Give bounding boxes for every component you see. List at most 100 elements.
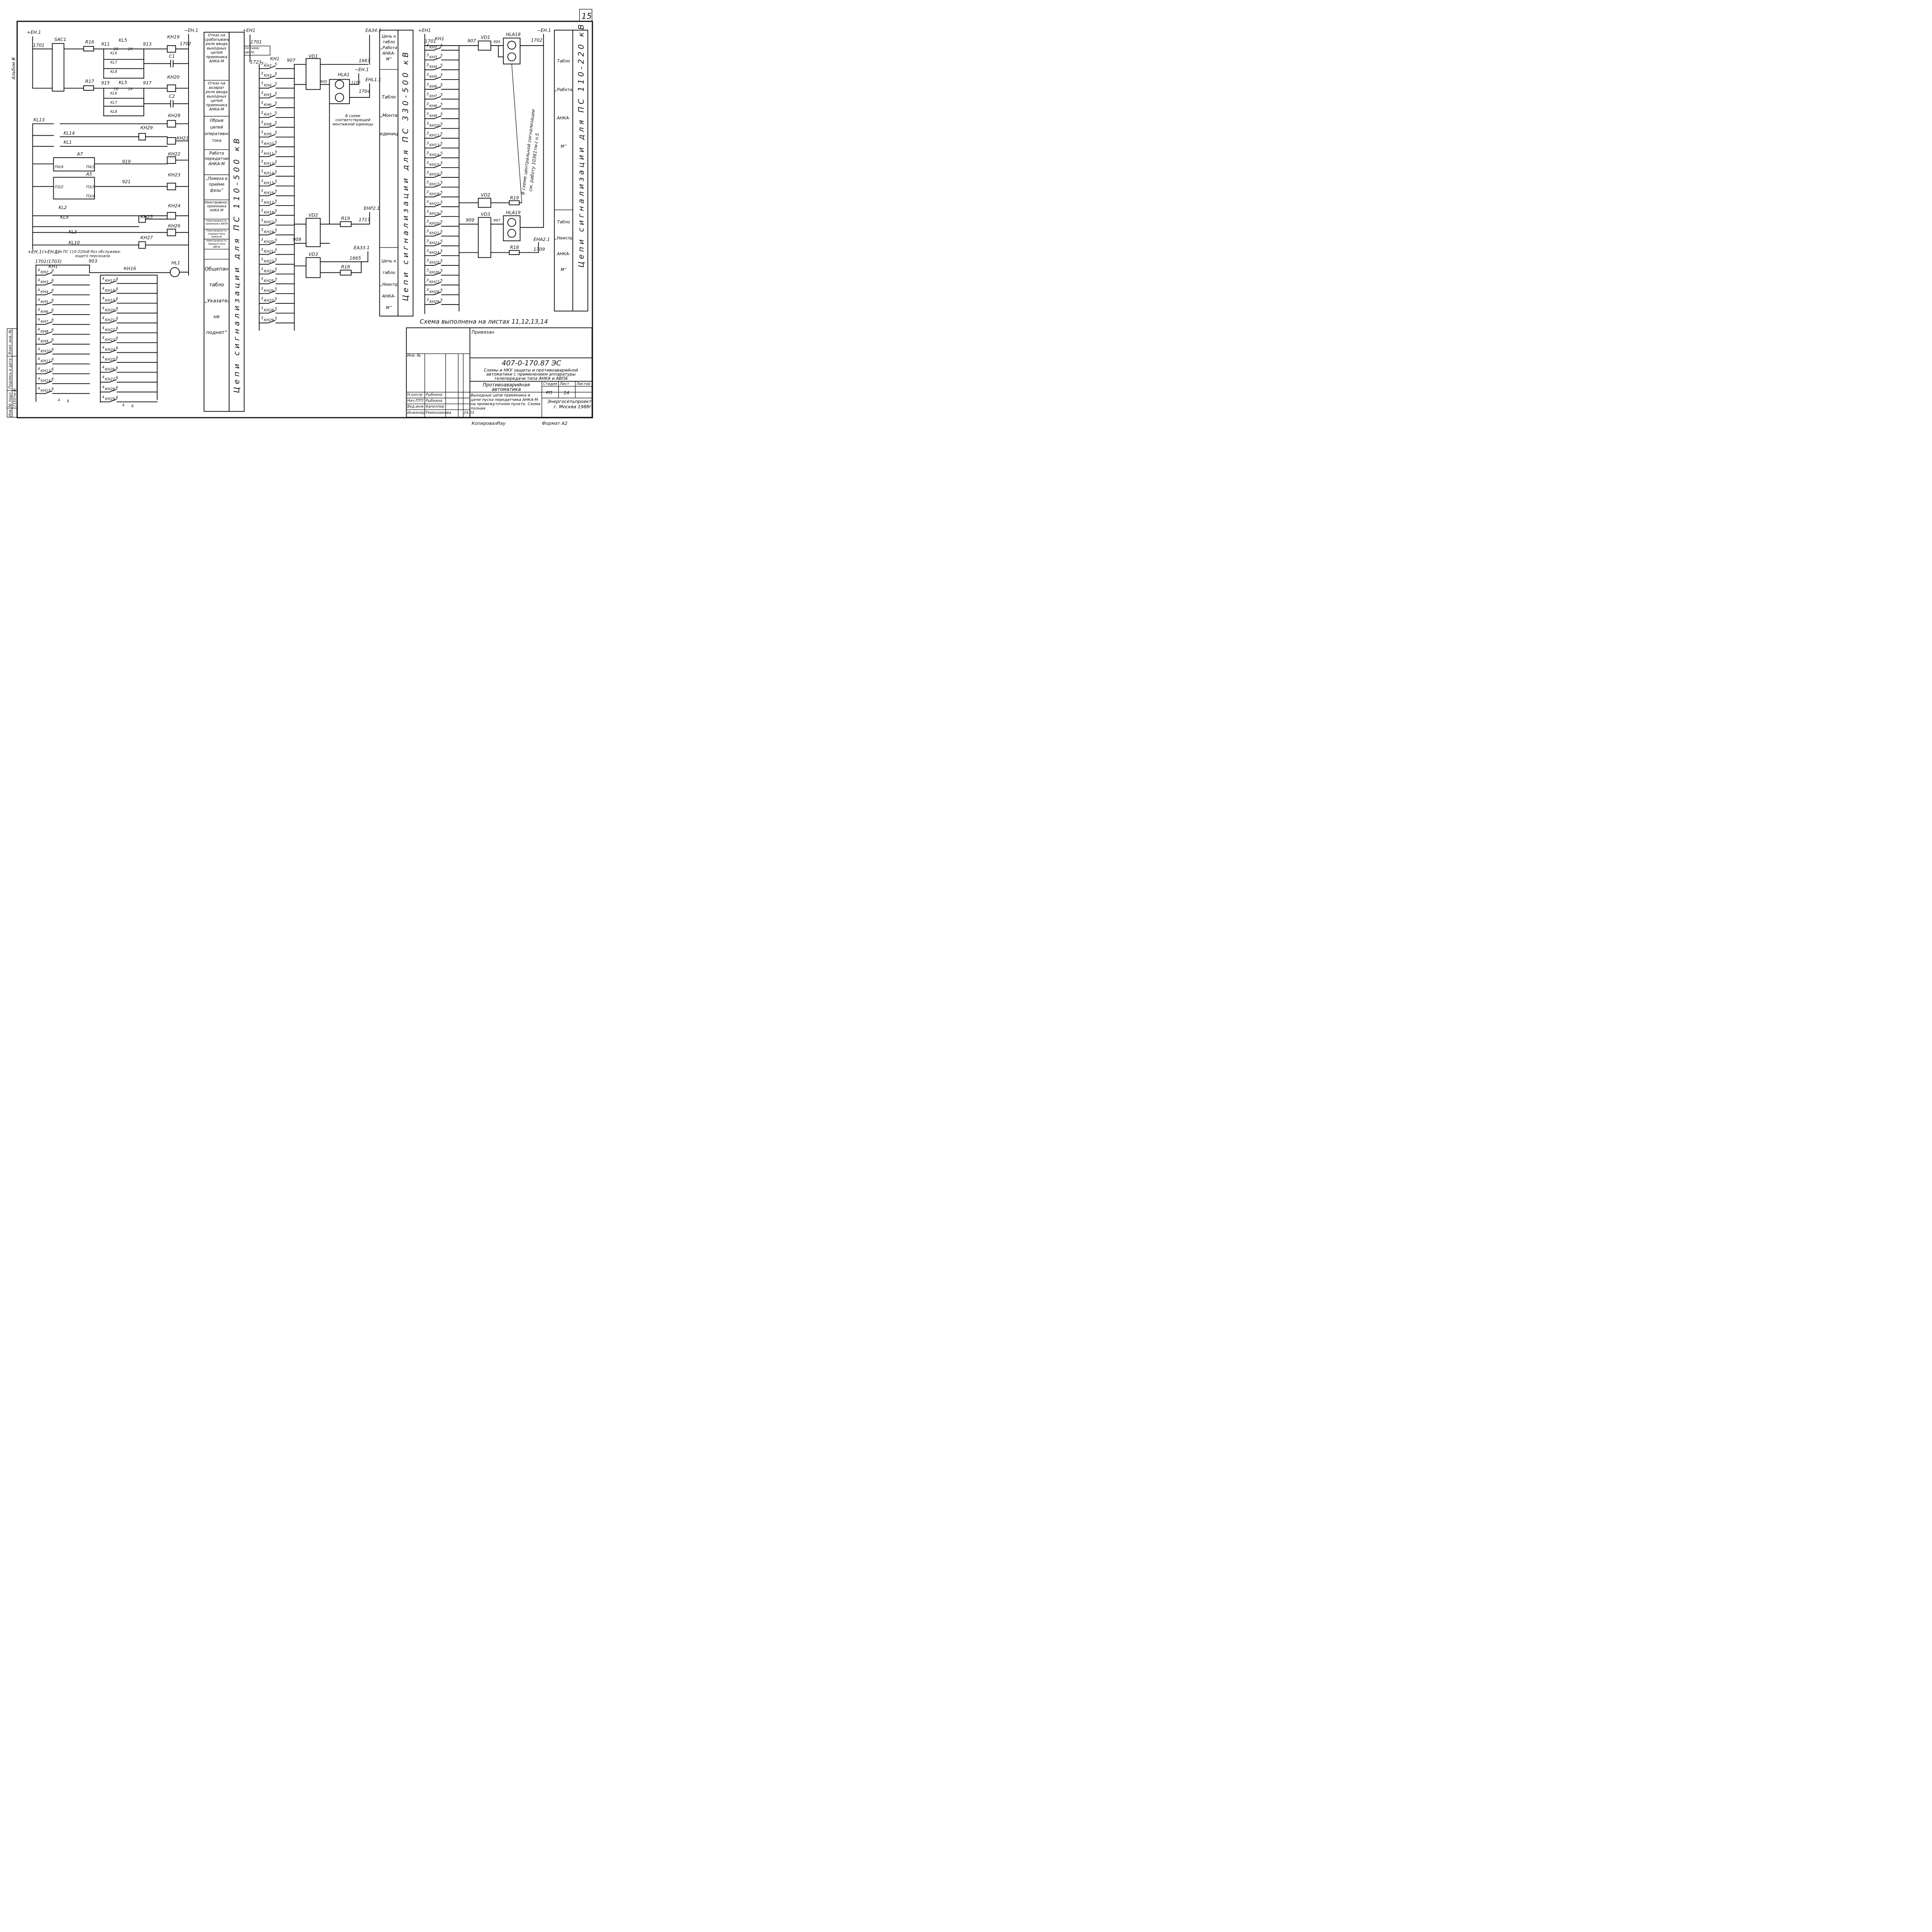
svg-text:КН26: КН26	[168, 223, 180, 229]
table2-cell-2: Цепь к табло „Неисправность АНКА-М”	[380, 258, 398, 310]
terminal-label: 3	[427, 219, 429, 224]
ladder-r-contact-label: КН2	[429, 46, 437, 50]
svg-text:КН21: КН21	[177, 135, 189, 141]
table1-row-0: Отказ на срабатывание реле ввода выходны…	[204, 33, 229, 64]
sheet-title: Выходные цепи приемника и цепи пуска пер…	[471, 393, 541, 411]
svg-text:Н.контр: Н.контр	[407, 393, 423, 397]
svg-text:911: 911	[101, 41, 110, 47]
terminal-label: 3	[427, 73, 429, 77]
svg-text:915: 915	[101, 80, 110, 86]
svg-text:ЕА33.1: ЕА33.1	[354, 245, 369, 250]
terminal-label: 4	[37, 318, 40, 322]
svg-text:913: 913	[143, 41, 151, 47]
terminal-label: 4	[37, 298, 40, 302]
table3-title: Цепи сигнализации для ПС 110-220 кВ	[577, 22, 585, 268]
terminal-label: 5	[275, 170, 277, 174]
svg-text:Формат А2: Формат А2	[542, 420, 567, 426]
ladder-r-contact-label: КН9	[429, 114, 437, 118]
svg-text:КН1: КН1	[270, 56, 280, 61]
svg-text:7350тм-III: 7350тм-III	[13, 388, 17, 407]
terminal-label: 6	[51, 269, 54, 273]
svg-text:4: 4	[122, 403, 124, 408]
svg-text:KL7: KL7	[111, 60, 117, 65]
svg-text:−ЕН.1: −ЕН.1	[355, 67, 369, 72]
ladder-b-contact-label: КН17	[105, 279, 115, 283]
svg-text:ЕНL1.1: ЕНL1.1	[366, 77, 381, 82]
svg-text:Копировал·: Копировал·	[471, 420, 498, 426]
svg-text:Инженер: Инженер	[407, 411, 425, 415]
svg-text:КН1: КН1	[435, 36, 444, 41]
terminal-label: 4	[37, 308, 40, 312]
terminal-label: 5	[275, 258, 277, 262]
svg-text:VD2: VD2	[481, 192, 490, 198]
ladder-b-contact-label: КН19	[105, 298, 115, 303]
ladder-r-contact-label: КН7	[429, 94, 437, 99]
ladder-m-contact-label: КН29	[264, 318, 274, 322]
terminal-label: 4	[102, 375, 104, 379]
svg-text:KL6: KL6	[111, 51, 117, 56]
ladder-r-contact-label: КН6	[429, 85, 437, 89]
terminal-label: 3	[427, 298, 429, 302]
svg-text:KL8: KL8	[111, 70, 117, 74]
svg-text:6: 6	[131, 404, 134, 408]
table2-title: Цепи сигнализации для ПС 330-500 кВ	[401, 49, 410, 301]
terminal-label: 6	[51, 298, 54, 303]
terminal-label: 5	[275, 238, 277, 243]
terminal-label: 5	[440, 200, 442, 204]
terminal-label: 3	[427, 43, 429, 48]
terminal-label: 3	[261, 287, 263, 291]
ladder-r-contact-label: КН3	[429, 55, 437, 60]
svg-text:П3/2: П3/2	[55, 185, 63, 189]
terminal-label: 4	[37, 357, 40, 361]
terminal-label: 3	[427, 131, 429, 136]
terminal-label: 5	[275, 248, 277, 252]
table1-row-7: Неисправность передатчика АНКА-М	[206, 229, 227, 238]
ladder-r-contact-label: КН26	[429, 270, 439, 275]
terminal-label: 6	[51, 357, 54, 362]
ladder-r-contact-label: КН28	[429, 290, 439, 294]
terminal-label: 5	[275, 82, 277, 86]
page-number: 15	[582, 12, 592, 21]
terminal-label: 6	[116, 386, 118, 390]
signal-table-3: Табло „Работа АНКА-М” Табло „Неисправнос…	[554, 22, 588, 312]
ladder-m-contact-label: КН23	[264, 260, 274, 264]
svg-text:Инв. №: Инв. №	[407, 354, 421, 358]
ladder-m-contact-label: КН18	[264, 211, 274, 215]
terminal-label: 5	[275, 219, 277, 223]
terminal-label: 3	[427, 180, 429, 185]
svg-text:VD3: VD3	[309, 252, 318, 257]
svg-text:KL7: KL7	[111, 100, 117, 105]
table1-row-2: Обрыв цепей оперативного тока	[204, 118, 229, 143]
terminal-label: 3	[427, 161, 429, 165]
terminal-label: 6	[116, 336, 118, 340]
terminal-label: 5	[275, 180, 277, 184]
svg-text:VD1: VD1	[309, 53, 318, 59]
ladder-r-contact-label: КН11	[429, 133, 439, 138]
terminal-label: 5	[440, 54, 442, 58]
svg-text:1723-...: 1723-...	[250, 59, 267, 65]
ladder-a-contact-label: КН14	[41, 379, 51, 383]
terminal-label: 4	[102, 355, 104, 360]
ladder-b-contact-label: КН18	[105, 289, 115, 293]
terminal-label: 3	[261, 248, 263, 252]
svg-text:24.03: 24.03	[464, 411, 474, 415]
svg-text:KL10: KL10	[68, 240, 80, 245]
ladder-b-contact-label: КН22	[105, 328, 115, 332]
terminal-label: 5	[275, 209, 277, 213]
terminal-label: 5	[440, 279, 442, 283]
terminal-label: 3	[427, 92, 429, 97]
svg-text:VD1: VD1	[481, 35, 490, 40]
svg-text:HLA1: HLA1	[338, 72, 350, 77]
terminal-label: 6	[51, 318, 54, 322]
terminal-label: 5	[440, 171, 442, 175]
ladder-m-contact-label: КН3	[264, 73, 272, 78]
svg-text:KL5: KL5	[119, 80, 127, 85]
terminal-label: 3	[261, 150, 263, 154]
svg-text:KL6: KL6	[111, 92, 117, 96]
svg-text:ЕА34.1: ЕА34.1	[366, 27, 381, 33]
terminal-label: 3	[261, 296, 263, 301]
svg-text:+ЕН.1(+ЕН.1): +ЕН.1(+ЕН.1)	[27, 249, 60, 255]
terminal-label: 4	[37, 347, 40, 352]
svg-text:995: 995	[493, 40, 500, 44]
